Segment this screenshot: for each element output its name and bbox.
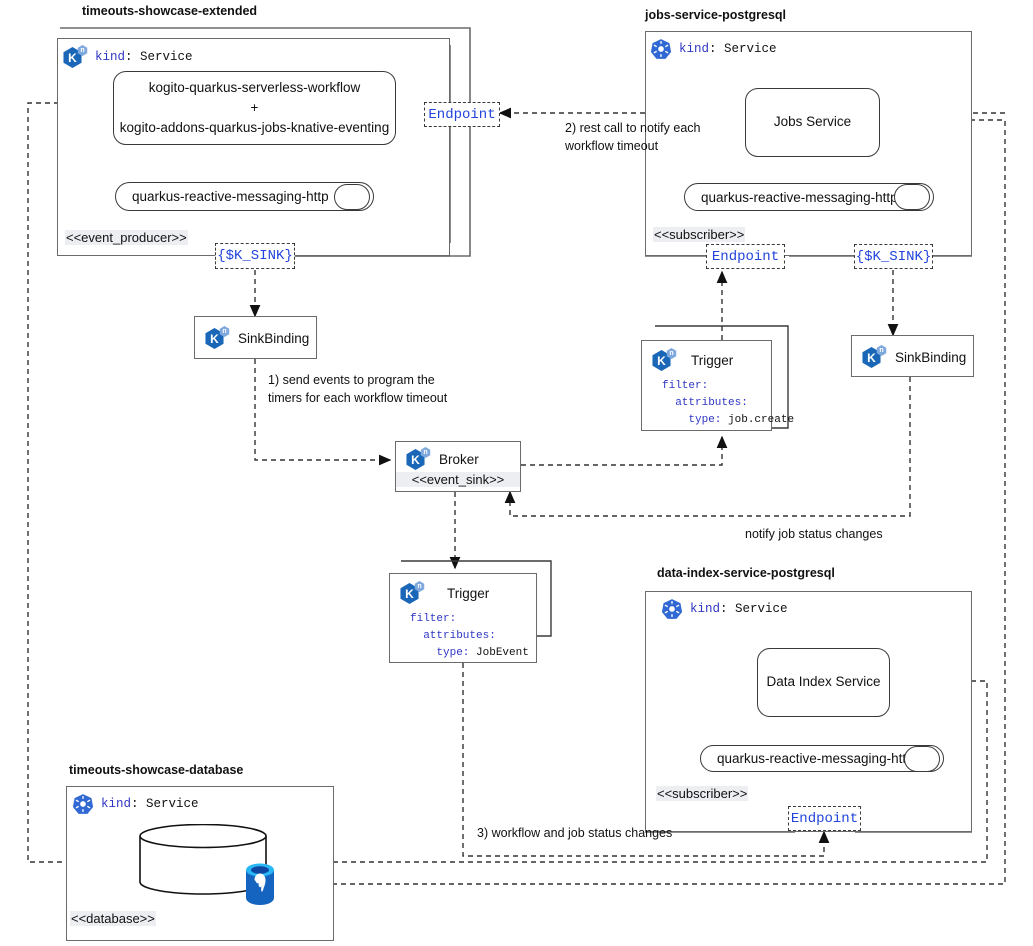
workflow-box-line2: + [250,99,259,115]
kind-line-jobs: kind: Service [650,38,777,60]
jobs-service-label: Jobs Service [773,114,852,130]
pill-quarkus-reactive-messaging-http-data-index: quarkus-reactive-messaging-http [700,745,944,772]
pill-label: quarkus-reactive-messaging-http [132,189,329,204]
jobs-service-box: Jobs Service [745,88,880,157]
node-label: SinkBinding [238,330,310,346]
broker-stereotype: <<event_sink>> [396,472,520,487]
trigger-yaml: filter: attributes: type: job.create [662,380,795,427]
data-index-service-box: Data Index Service [757,648,890,717]
group-title-jobs-service-postgresql: jobs-service-postgresql [645,8,787,22]
endpoint-jobs: Endpoint [706,244,785,269]
postgresql-icon [243,862,277,906]
node-label: Broker [439,451,479,467]
stereotype-subscriber-jobs: <<subscriber>> [653,227,746,242]
kubernetes-icon [650,38,672,60]
node-label: SinkBinding [895,349,967,365]
k-sink-jobs: {$K_SINK} [854,244,933,269]
pill-knob-icon [904,745,940,772]
pill-label: quarkus-reactive-messaging-http [701,189,898,205]
group-title-timeouts-showcase-database: timeouts-showcase-database [69,763,244,777]
connector-label-step1: 1) send events to program the timers for… [268,373,448,406]
pill-quarkus-reactive-messaging-http-jobs: quarkus-reactive-messaging-http [684,183,934,211]
connector-label-step3: 3) workflow and job status changes [477,826,673,840]
kind-label-data-index: kind: Service [690,602,788,616]
data-index-service-label: Data Index Service [766,674,881,690]
node-label: Trigger [691,352,734,368]
endpoint-data-index: Endpoint [788,806,861,831]
kubernetes-icon [661,598,683,620]
node-label: Trigger [447,585,490,601]
kind-line-data-index: kind: Service [661,598,788,620]
pill-label: quarkus-reactive-messaging-http [717,751,914,766]
stereotype-database: <<database>> [70,911,156,926]
workflow-addons-box: kogito-quarkus-serverless-workflow + kog… [113,71,396,145]
pill-knob-icon [334,183,370,210]
trigger-yaml: filter: attributes: type: JobEvent [410,613,529,660]
stereotype-event-producer: <<event_producer>> [65,230,188,245]
stereotype-subscriber-data-index: <<subscriber>> [656,786,749,801]
group-title-timeouts-showcase-extended: timeouts-showcase-extended [82,4,258,18]
pill-quarkus-reactive-messaging-http-timeouts: quarkus-reactive-messaging-http [115,182,374,211]
endpoint-timeouts: Endpoint [424,102,500,127]
kind-label-database: kind: Service [101,797,199,811]
group-title-data-index-service-postgresql: data-index-service-postgresql [657,566,835,580]
workflow-box-line1: kogito-quarkus-serverless-workflow [148,79,361,95]
kubernetes-icon [72,793,94,815]
kind-line-database: kind: Service [72,793,199,815]
connector-label-step2: 2) rest call to notify each workflow tim… [565,121,701,154]
connector-label-notify-job-status: notify job status changes [745,527,883,541]
kind-label-timeouts: kind: Service [95,50,193,64]
k-sink-timeouts: {$K_SINK} [215,243,295,269]
pill-knob-icon [894,184,930,210]
kind-label-jobs: kind: Service [679,42,777,56]
workflow-box-line3: kogito-addons-quarkus-jobs-knative-event… [119,120,390,136]
